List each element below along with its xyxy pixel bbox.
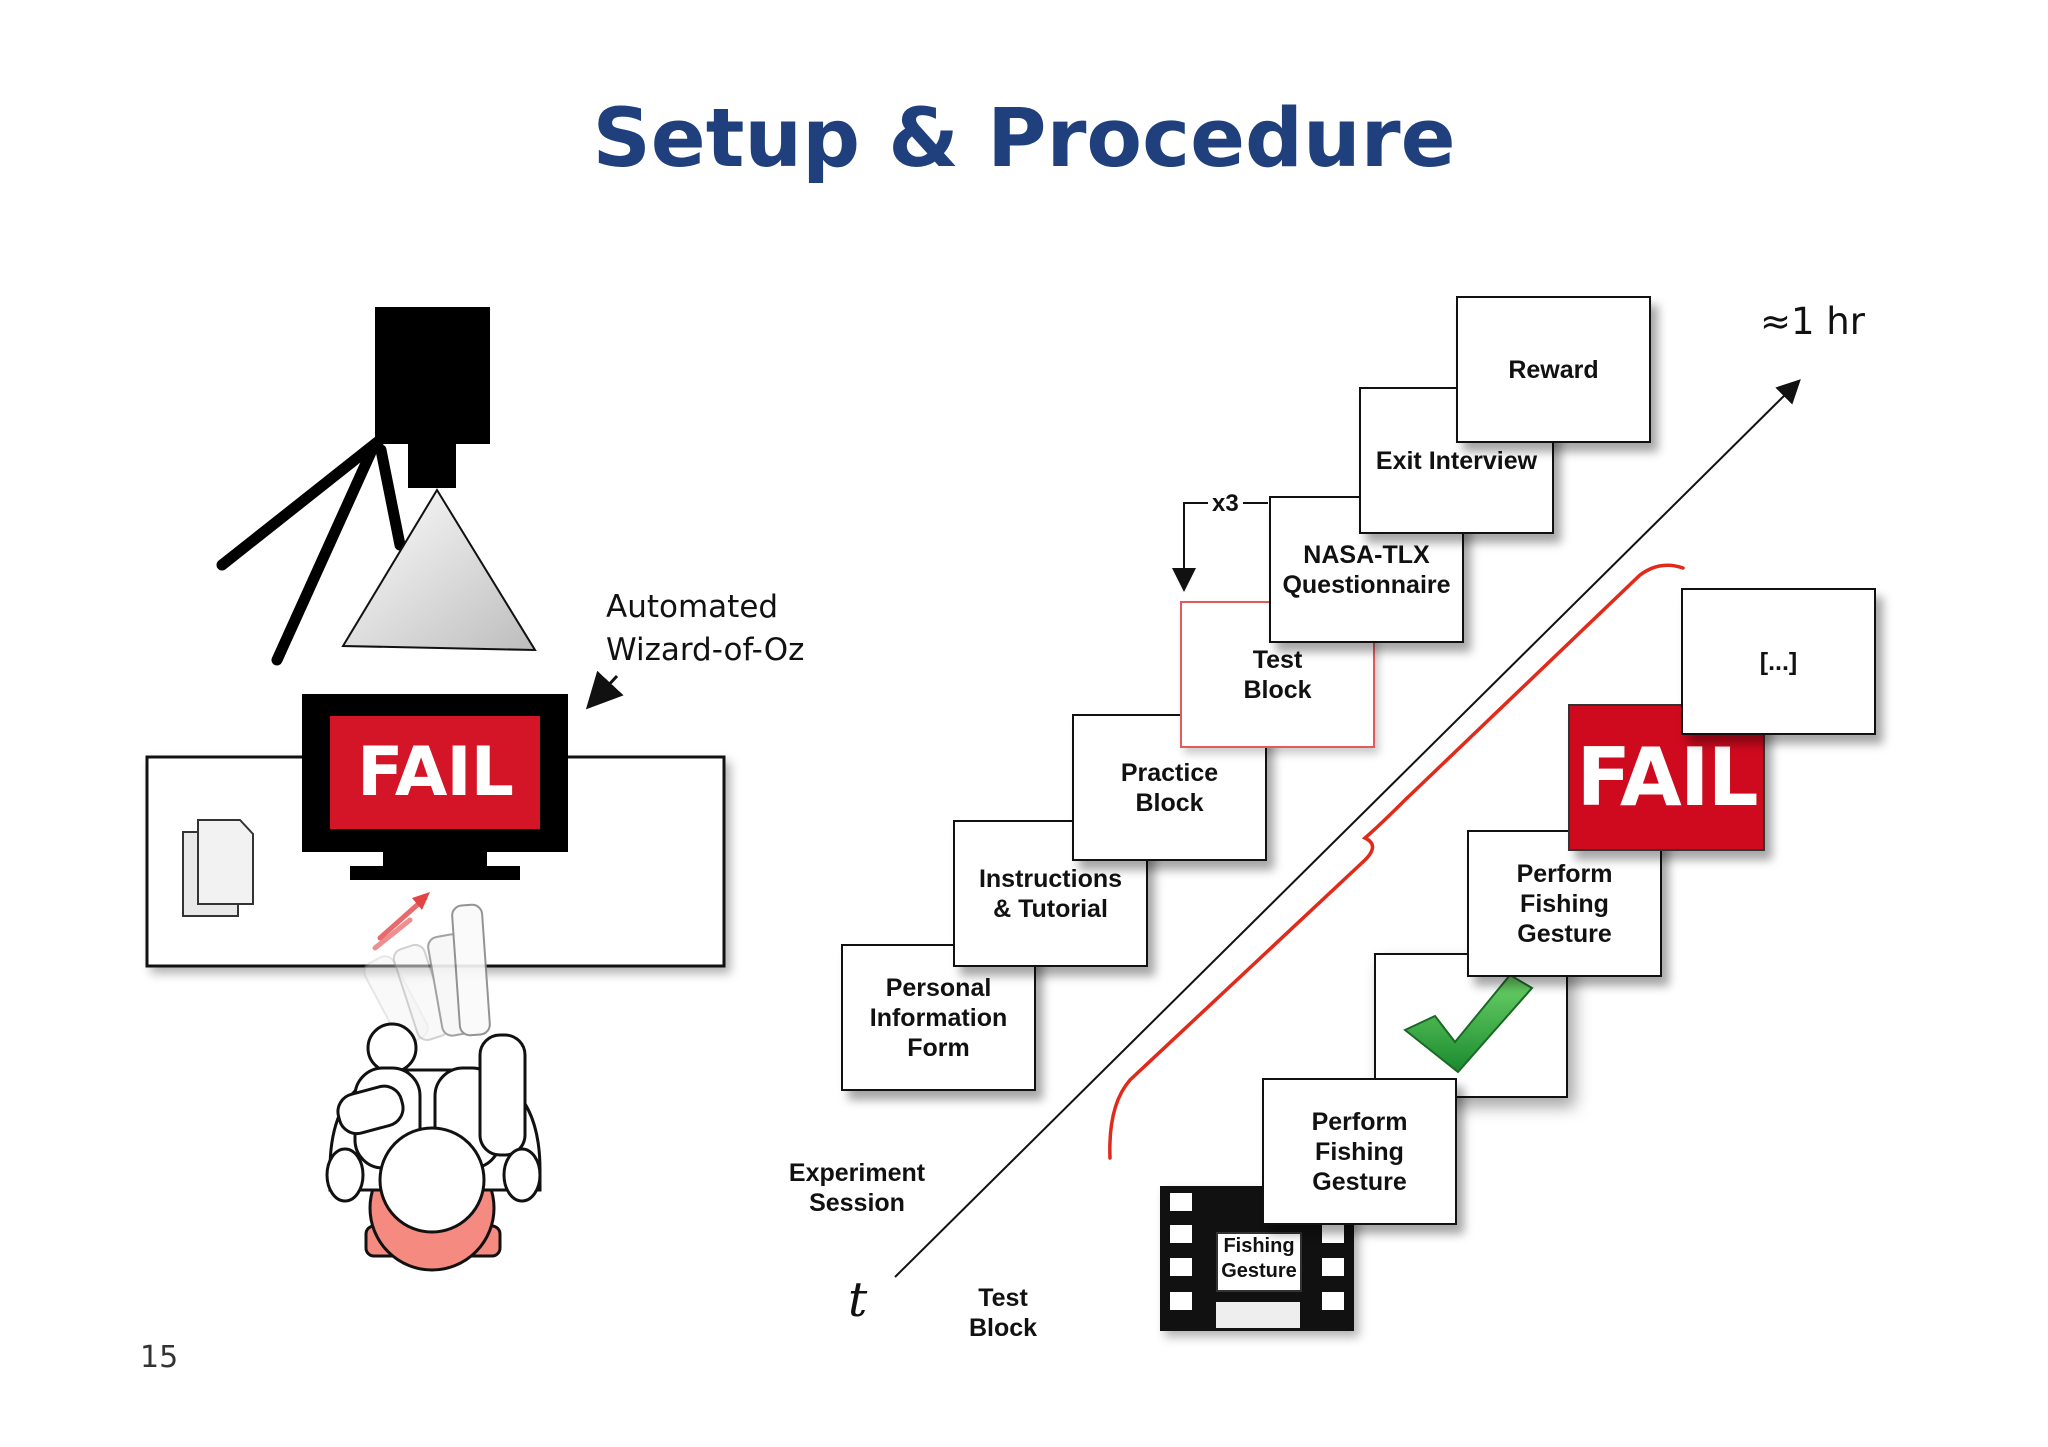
time-variable-label: t (848, 1272, 868, 1328)
test-block-brace (1108, 563, 1685, 1160)
page-number: 15 (140, 1340, 179, 1375)
step-reward: Reward (1456, 296, 1651, 443)
test-block-label: Test Block (968, 1284, 1038, 1342)
projector-icon (216, 307, 537, 666)
success-check-panel (1374, 953, 1568, 1098)
monitor-fail-text: FAIL (330, 716, 540, 829)
wii-remote-icon (363, 892, 491, 1045)
perform-fishing-gesture-step-2: Perform Fishing Gesture (1467, 830, 1662, 977)
step-nasa-tlx-questionnaire: NASA-TLX Questionnaire (1269, 496, 1464, 643)
document-icon (182, 819, 254, 917)
step-instructions-tutorial: Instructions & Tutorial (953, 820, 1148, 967)
wizard-of-oz-label: Automated Wizard-of-Oz (606, 589, 805, 668)
time-axis (894, 379, 1801, 1278)
wizard-arrow (585, 670, 624, 710)
fishing-gesture-video-label: Fishing Gesture (1216, 1232, 1302, 1292)
ellipsis-panel: [...] (1681, 588, 1876, 735)
experiment-session-label: Experiment Session (788, 1159, 926, 1217)
step-personal-information-form: Personal Information Form (841, 944, 1036, 1091)
slide-title: Setup & Procedure (592, 92, 1456, 186)
duration-label: ≈1 hr (1760, 300, 1865, 343)
fail-feedback-panel: FAIL (1568, 704, 1765, 851)
person-icon (325, 1022, 542, 1272)
perform-fishing-gesture-step-1: Perform Fishing Gesture (1262, 1078, 1457, 1225)
repeat-count-label: x3 (1208, 490, 1243, 518)
